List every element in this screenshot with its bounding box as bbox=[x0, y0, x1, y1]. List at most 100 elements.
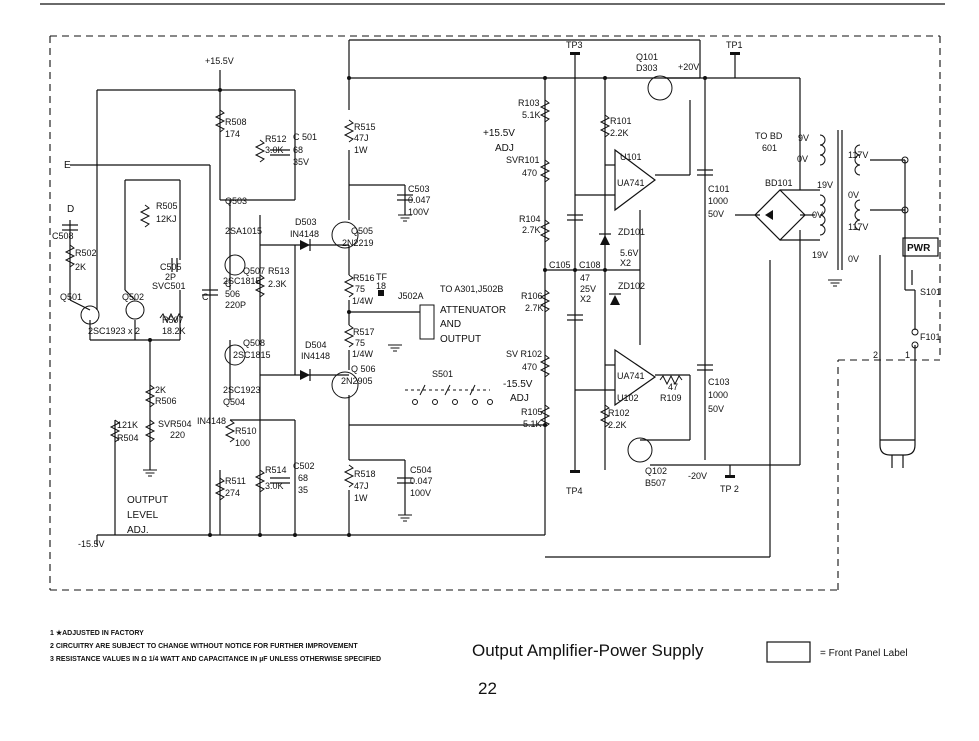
label-c101-v: 50V bbox=[708, 209, 724, 219]
label-svr102: SV R102 bbox=[506, 349, 542, 359]
label-q507: Q507 bbox=[243, 266, 265, 276]
panel-level: LEVEL bbox=[127, 510, 159, 521]
label-r516-val: 75 bbox=[355, 284, 365, 294]
label-svr504-val: 220 bbox=[170, 430, 185, 440]
rail-plus-15v: +15.5V bbox=[205, 56, 234, 66]
label-q102-type: B507 bbox=[645, 478, 666, 488]
label-19v-a: 19V bbox=[817, 180, 833, 190]
label-c504-val: 0.047 bbox=[410, 476, 433, 486]
label-q506-type: 2N2905 bbox=[341, 376, 373, 386]
label-r504: R504 bbox=[117, 433, 139, 443]
label-c-x: X2 bbox=[580, 294, 591, 304]
label-c504: C504 bbox=[410, 465, 432, 475]
note-1: 1 ★ADJUSTED IN FACTORY bbox=[50, 629, 144, 637]
label-c503-val: 0.047 bbox=[408, 195, 431, 205]
label-c-v: 25V bbox=[580, 284, 596, 294]
labels-driver: R508 174 R512 3.0K C 501 68 35V Q503 2SA… bbox=[197, 117, 330, 498]
label-q504-type: 2SC1923 bbox=[223, 385, 261, 395]
label-r518-w: 1W bbox=[354, 493, 368, 503]
rail-adj-neg-2: ADJ bbox=[510, 393, 529, 404]
page-number: 22 bbox=[478, 679, 497, 698]
label-q102: Q102 bbox=[645, 466, 667, 476]
label-node-1: 1 bbox=[905, 350, 910, 360]
label-s101: S101 bbox=[920, 287, 941, 297]
footer: 1 ★ADJUSTED IN FACTORY 2 CIRCUITRY ARE S… bbox=[50, 629, 908, 698]
label-q507-type: 2SC1815 bbox=[223, 276, 261, 286]
diagram-title: Output Amplifier-Power Supply bbox=[472, 641, 704, 660]
label-r101: R101 bbox=[610, 116, 632, 126]
label-r506-val: 2K bbox=[155, 385, 166, 395]
label-j502a: J502A bbox=[398, 291, 424, 301]
label-c502-val: 68 bbox=[298, 473, 308, 483]
note-3: 3 RESISTANCE VALUES IN Ω 1/4 WATT AND CA… bbox=[50, 656, 381, 663]
label-r504-val: 121K bbox=[117, 420, 138, 430]
legend-label: = Front Panel Label bbox=[820, 648, 908, 659]
label-r513-val: 2.3K bbox=[268, 279, 287, 289]
label-0v-b: 0V bbox=[848, 190, 859, 200]
label-svr101: SVR101 bbox=[506, 155, 540, 165]
label-svc501: SVC501 bbox=[152, 281, 186, 291]
chassis-boundary bbox=[49, 35, 941, 591]
label-u101: U101 bbox=[620, 152, 642, 162]
input-e: E bbox=[64, 160, 71, 171]
label-bd101: BD101 bbox=[765, 178, 793, 188]
label-c103: C103 bbox=[708, 377, 730, 387]
label-r515: R515 bbox=[354, 122, 376, 132]
label-r505-val: 12KJ bbox=[156, 214, 177, 224]
test-point-symbols bbox=[378, 52, 740, 478]
label-r511: R511 bbox=[225, 476, 246, 486]
label-d504: D504 bbox=[305, 340, 327, 350]
panel-and: AND bbox=[440, 319, 461, 330]
label-u102-type: UA741 bbox=[617, 371, 645, 381]
switch-symbols bbox=[405, 270, 919, 405]
label-r513: R513 bbox=[268, 266, 290, 276]
label-c504-v: 100V bbox=[410, 488, 431, 498]
label-r103: R103 bbox=[518, 98, 540, 108]
label-r516: R516 bbox=[353, 273, 375, 283]
label-q101-type: D303 bbox=[636, 63, 658, 73]
label-r512-val: 3.0K bbox=[265, 145, 284, 155]
labels-left: +15.5V E D C508 R502 2K Q501 Q502 2SC192… bbox=[52, 56, 234, 549]
label-r502-val: 2K bbox=[75, 262, 86, 272]
label-tobd-num: 601 bbox=[762, 143, 777, 153]
label-d503: D503 bbox=[295, 217, 317, 227]
label-c506: C bbox=[225, 279, 232, 289]
junction-dots bbox=[148, 76, 707, 537]
panel-adj: ADJ. bbox=[127, 525, 149, 536]
op-amp-symbols bbox=[614, 148, 657, 407]
label-in4148: IN4148 bbox=[197, 416, 226, 426]
label-r105-val: 5.1K bbox=[523, 419, 542, 429]
label-0v-d: 0V bbox=[812, 210, 823, 220]
panel-attenuator: ATTENUATOR bbox=[440, 305, 506, 316]
label-r106: R106 bbox=[521, 291, 543, 301]
label-tp3: TP3 bbox=[566, 40, 583, 50]
label-c501-v: 35V bbox=[293, 157, 309, 167]
label-u102: U102 bbox=[617, 393, 639, 403]
label-q506: Q 506 bbox=[351, 364, 376, 374]
label-zd101: ZD101 bbox=[618, 227, 645, 237]
label-tobd: TO BD bbox=[755, 131, 783, 141]
label-r518-val: 47J bbox=[354, 481, 369, 491]
label-zd101-x: X2 bbox=[620, 258, 631, 268]
label-zd101-val: 5.6V bbox=[620, 248, 639, 258]
label-q101: Q101 bbox=[636, 52, 658, 62]
label-r109: R109 bbox=[660, 393, 682, 403]
panel-pwr: PWR bbox=[907, 243, 931, 254]
label-svr504: SVR504 bbox=[158, 419, 192, 429]
label-r514: R514 bbox=[265, 465, 287, 475]
label-c101: C101 bbox=[708, 184, 730, 194]
label-zd102: ZD102 bbox=[618, 281, 645, 291]
label-f101: F101 bbox=[920, 332, 941, 342]
label-r507: R507 bbox=[162, 315, 184, 325]
label-c503-v: 100V bbox=[408, 207, 429, 217]
note-2: 2 CIRCUITRY ARE SUBJECT TO CHANGE WITHOU… bbox=[50, 643, 358, 650]
label-q503: Q503 bbox=[225, 196, 247, 206]
panel-output: OUTPUT bbox=[127, 495, 168, 506]
label-r104-val: 2.7K bbox=[522, 225, 541, 235]
labels-power: TO BD 601 9V 0V 117V BD101 19V 0V 0V 117… bbox=[755, 131, 941, 360]
label-svr102-val: 470 bbox=[522, 362, 537, 372]
label-q508: Q508 bbox=[243, 338, 265, 348]
labels-output: R515 47J 1W C503 0.047 100V Q505 2N2219 … bbox=[341, 122, 506, 503]
resistor-symbols bbox=[64, 99, 683, 501]
